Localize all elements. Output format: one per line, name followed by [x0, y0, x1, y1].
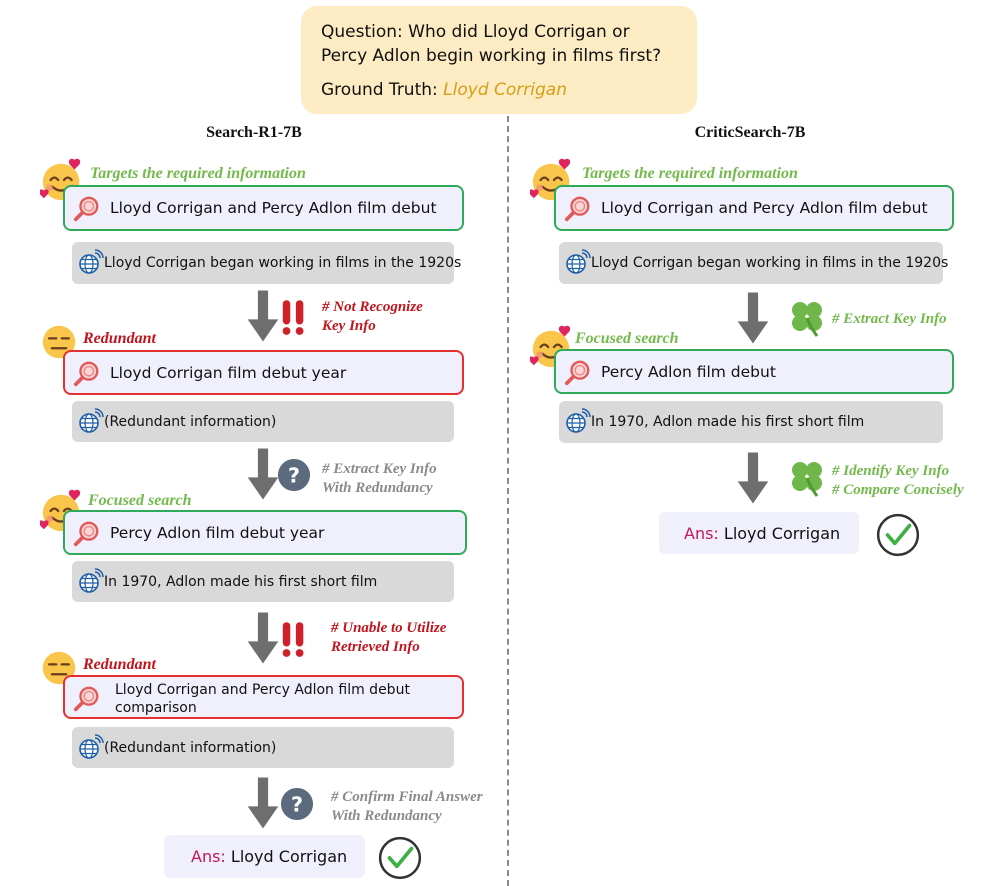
left-result-4-text: (Redundant information) [104, 740, 277, 756]
right-note-1: # Extract Key Info [832, 310, 947, 329]
left-query-2-text: Lloyd Corrigan film debut year [110, 364, 347, 382]
check-mark-icon [377, 835, 423, 881]
left-query-4-line-2: comparison [115, 700, 197, 716]
right-result-2: In 1970, Adlon made his first short film [559, 401, 943, 443]
down-arrow-icon [736, 450, 770, 506]
right-note-2-line-2: # Compare Concisely [832, 482, 964, 498]
magnifier-icon [564, 359, 592, 387]
left-result-3: In 1970, Adlon made his first short film [72, 561, 454, 602]
globe-icon [565, 249, 591, 275]
right-result-1: Lloyd Corrigan began working in films in… [559, 242, 948, 284]
down-arrow-icon [246, 775, 280, 831]
left-result-3-text: In 1970, Adlon made his first short film [104, 574, 378, 590]
left-result-1: Lloyd Corrigan began working in films in… [72, 242, 461, 284]
question-line-2: Percy Adlon begin working in films first… [321, 46, 662, 66]
down-arrow-icon [246, 288, 280, 344]
question-mark-icon [277, 458, 311, 492]
globe-icon [78, 734, 104, 760]
four-leaf-clover-icon [787, 298, 827, 338]
left-query-3: Percy Adlon film debut year [63, 510, 467, 555]
left-note-1: # Not Recognize Key Info [322, 298, 423, 336]
right-column-title: CriticSearch-7B [694, 124, 806, 141]
right-query-1: Lloyd Corrigan and Percy Adlon film debu… [554, 185, 954, 231]
question-line-1: Question: Who did Lloyd Corrigan or [321, 22, 630, 42]
ground-truth-value: Lloyd Corrigan [443, 80, 567, 100]
right-result-2-text: In 1970, Adlon made his first short film [591, 414, 865, 430]
four-leaf-clover-icon [787, 458, 827, 498]
left-note-3-line-1: # Unable to Utilize [331, 620, 447, 636]
left-result-2: (Redundant information) [72, 401, 454, 442]
globe-icon [78, 408, 104, 434]
left-result-1-text: Lloyd Corrigan began working in films in… [104, 255, 462, 271]
left-query-2: Lloyd Corrigan film debut year [63, 350, 464, 395]
left-query-1-text: Lloyd Corrigan and Percy Adlon film debu… [110, 199, 437, 217]
column-divider [507, 116, 509, 886]
question-box [301, 6, 697, 114]
left-note-4: # Confirm Final Answer With Redundancy [331, 788, 483, 826]
right-note-1-line-1: # Extract Key Info [832, 311, 947, 327]
left-answer-text: Ans: Lloyd Corrigan [191, 847, 347, 866]
left-query-4-line-1: Lloyd Corrigan and Percy Adlon film debu… [115, 682, 410, 698]
magnifier-icon [73, 360, 101, 388]
left-note-3: # Unable to Utilize Retrieved Info [331, 619, 446, 657]
left-note-4-line-1: # Confirm Final Answer [331, 789, 483, 805]
magnifier-icon [73, 685, 101, 713]
left-answer-prefix: Ans: [191, 847, 226, 866]
globe-icon [78, 568, 104, 594]
left-label-1: Targets the required information [90, 165, 306, 182]
magnifier-icon [73, 520, 101, 548]
left-note-2-line-2: With Redundancy [322, 480, 433, 496]
question-mark-icon [280, 787, 314, 821]
left-label-2: Redundant [83, 330, 156, 347]
left-result-4: (Redundant information) [72, 727, 454, 768]
left-query-4: Lloyd Corrigan and Percy Adlon film debu… [63, 675, 464, 719]
left-query-1: Lloyd Corrigan and Percy Adlon film debu… [63, 185, 464, 231]
right-label-2: Focused search [575, 330, 679, 347]
down-arrow-icon [246, 610, 280, 666]
left-label-3: Focused search [88, 492, 192, 509]
right-answer-text: Ans: Lloyd Corrigan [684, 524, 840, 543]
right-answer-box: Ans: Lloyd Corrigan [659, 512, 859, 554]
right-answer-value: Lloyd Corrigan [723, 524, 841, 543]
right-query-1-text: Lloyd Corrigan and Percy Adlon film debu… [601, 199, 928, 217]
magnifier-icon [73, 195, 101, 223]
magnifier-icon [564, 195, 592, 223]
globe-icon [78, 249, 104, 275]
question-text: Question: Who did Lloyd Corrigan or Perc… [321, 20, 691, 68]
ground-truth-label: Ground Truth: [321, 80, 438, 100]
check-mark-icon [875, 512, 921, 558]
ground-truth: Ground Truth: Lloyd Corrigan [321, 80, 567, 100]
right-query-2: Percy Adlon film debut [554, 349, 954, 394]
double-exclamation-icon [280, 620, 308, 658]
right-answer-prefix: Ans: [684, 524, 719, 543]
double-exclamation-icon [280, 298, 308, 336]
right-note-2: # Identify Key Info # Compare Concisely [832, 462, 964, 500]
left-column-title: Search-R1-7B [206, 124, 302, 141]
left-query-4-text: Lloyd Corrigan and Percy Adlon film debu… [115, 681, 445, 717]
left-result-2-text: (Redundant information) [104, 414, 277, 430]
left-answer-box: Ans: Lloyd Corrigan [164, 835, 365, 878]
left-note-4-line-2: With Redundancy [331, 808, 442, 824]
left-note-2-line-1: # Extract Key Info [322, 461, 437, 477]
right-note-2-line-1: # Identify Key Info [832, 463, 950, 479]
left-label-4: Redundant [83, 656, 156, 673]
left-query-3-text: Percy Adlon film debut year [110, 524, 325, 542]
left-note-1-line-1: # Not Recognize [322, 299, 423, 315]
left-answer-value: Lloyd Corrigan [230, 847, 348, 866]
right-label-1: Targets the required information [582, 165, 798, 182]
globe-icon [565, 408, 591, 434]
right-query-2-text: Percy Adlon film debut [601, 363, 776, 381]
right-result-1-text: Lloyd Corrigan began working in films in… [591, 255, 949, 271]
left-note-1-line-2: Key Info [322, 318, 376, 334]
left-note-3-line-2: Retrieved Info [331, 639, 420, 655]
down-arrow-icon [246, 448, 280, 500]
left-note-2: # Extract Key Info With Redundancy [322, 460, 437, 498]
down-arrow-icon [736, 290, 770, 346]
